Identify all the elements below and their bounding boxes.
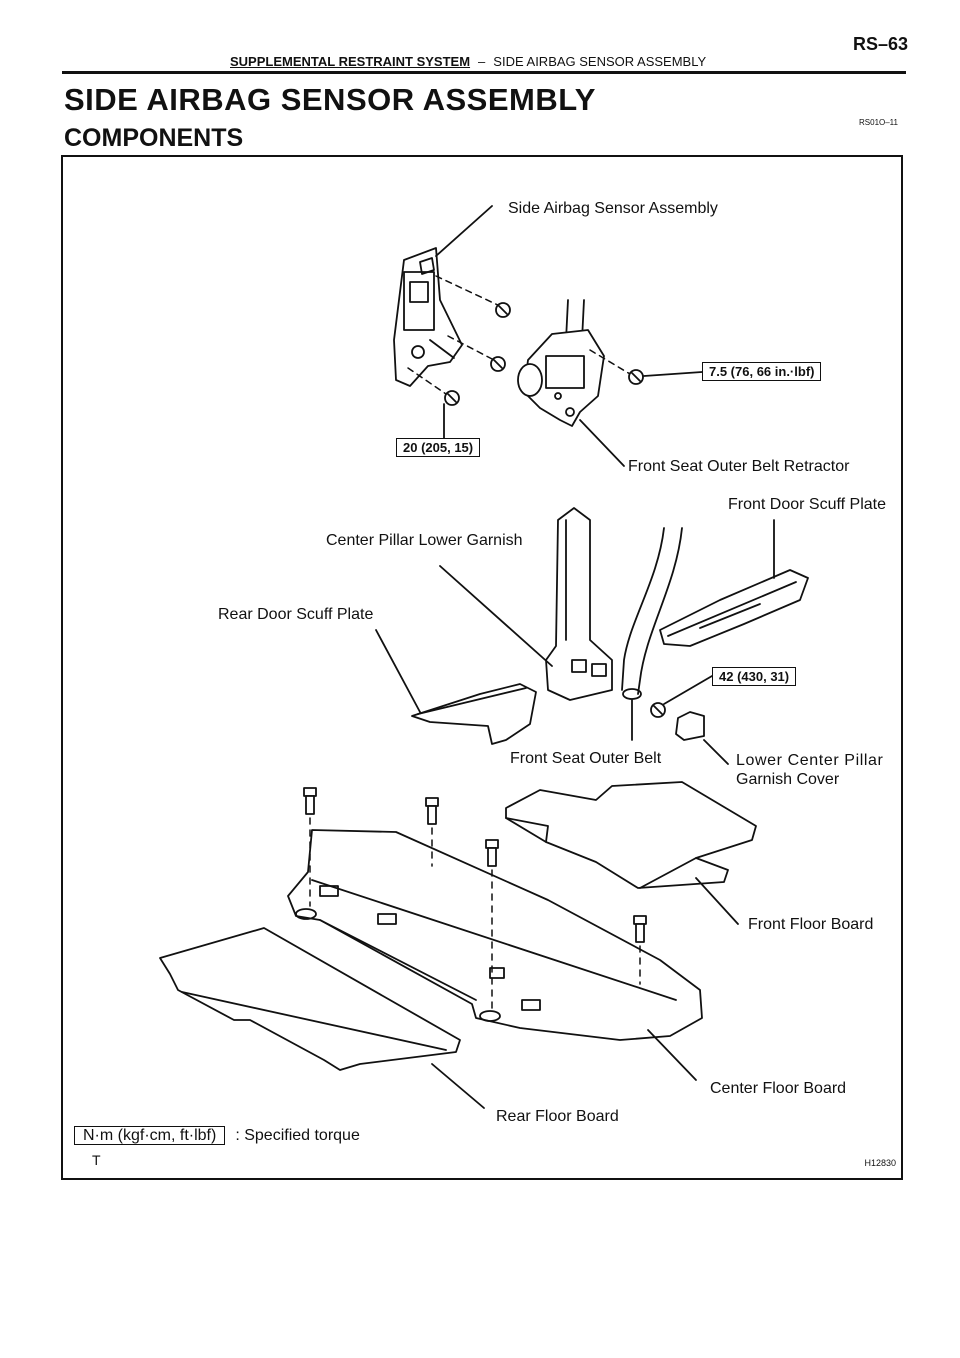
section-subtitle: COMPONENTS (64, 124, 244, 152)
retractor-bolt (628, 369, 644, 385)
header-rule (62, 71, 906, 74)
front-seat-belt-drawing (621, 527, 683, 700)
center-floor-board-leader (647, 1029, 697, 1081)
reference-code: RS01O–11 (859, 118, 898, 127)
label-front-door-scuff-plate: Front Door Scuff Plate (728, 496, 886, 513)
legend-text: : Specified torque (235, 1127, 360, 1144)
side-airbag-sensor-drawing (393, 247, 463, 387)
torque-sensor-bolt: 20 (205, 15) (396, 438, 481, 457)
belt-anchor-bolt (650, 702, 666, 718)
label-side-airbag-sensor: Side Airbag Sensor Assembly (508, 200, 718, 217)
label-center-floor-board: Center Floor Board (710, 1080, 847, 1097)
footer-mark: T (92, 1152, 101, 1168)
label-lower-center-pillar-garnish-cover-2: Garnish Cover (736, 771, 840, 788)
belt-anchor-torque-leader (663, 675, 713, 705)
sensor-bolts (444, 302, 511, 406)
torque-legend: N·m (kgf·cm, ft·lbf) : Specified torque (74, 1126, 360, 1145)
front-door-scuff-plate-drawing (659, 569, 809, 647)
garnish-cover-drawing (675, 711, 705, 741)
label-center-pillar-lower-garnish: Center Pillar Lower Garnish (326, 532, 523, 549)
page-number: RS–63 (852, 34, 908, 54)
center-floor-board-drawing (287, 829, 703, 1041)
figure-code: H12830 (864, 1158, 896, 1168)
center-pillar-garnish-leader (439, 565, 553, 667)
garnish-cover-leader (703, 739, 729, 765)
retractor-bolt-path (589, 349, 631, 375)
rear-floor-board-drawing (159, 927, 461, 1071)
header-system: SUPPLEMENTAL RESTRAINT SYSTEM (230, 54, 471, 69)
figure-frame (61, 155, 903, 1180)
header-separator: – (478, 54, 486, 69)
floor-board-bolt-paths (309, 817, 641, 1011)
label-rear-floor-board: Rear Floor Board (496, 1108, 619, 1125)
rear-floor-board-leader (431, 1063, 485, 1109)
floor-board-bolts (303, 787, 647, 943)
label-front-floor-board: Front Floor Board (748, 916, 874, 933)
sensor-bolt-paths (407, 275, 501, 395)
label-front-seat-outer-belt: Front Seat Outer Belt (510, 750, 662, 767)
running-header: SUPPLEMENTAL RESTRAINT SYSTEM–SIDE AIRBA… (230, 54, 706, 69)
rear-door-scuff-leader (375, 629, 421, 713)
header-section: SIDE AIRBAG SENSOR ASSEMBLY (493, 54, 707, 69)
label-front-seat-outer-belt-retractor: Front Seat Outer Belt Retractor (628, 458, 850, 475)
center-pillar-garnish-drawing (545, 507, 613, 701)
front-floor-board-drawing (505, 781, 757, 889)
torque-belt-anchor: 42 (430, 31) (712, 667, 797, 686)
label-lower-center-pillar-garnish-cover-1: Lower Center Pillar (736, 752, 884, 769)
page-title: SIDE AIRBAG SENSOR ASSEMBLY (64, 82, 596, 117)
retractor-torque-leader (643, 371, 703, 377)
sensor-leader (435, 205, 493, 257)
front-floor-board-leader (695, 877, 739, 925)
torque-retractor-bolt: 7.5 (76, 66 in.·lbf) (702, 362, 822, 381)
rear-door-scuff-plate-drawing (411, 683, 537, 745)
belt-retractor-drawing (517, 299, 605, 427)
retractor-leader (579, 419, 625, 467)
legend-unit-box: N·m (kgf·cm, ft·lbf) (74, 1126, 226, 1145)
label-rear-door-scuff-plate: Rear Door Scuff Plate (218, 606, 374, 623)
